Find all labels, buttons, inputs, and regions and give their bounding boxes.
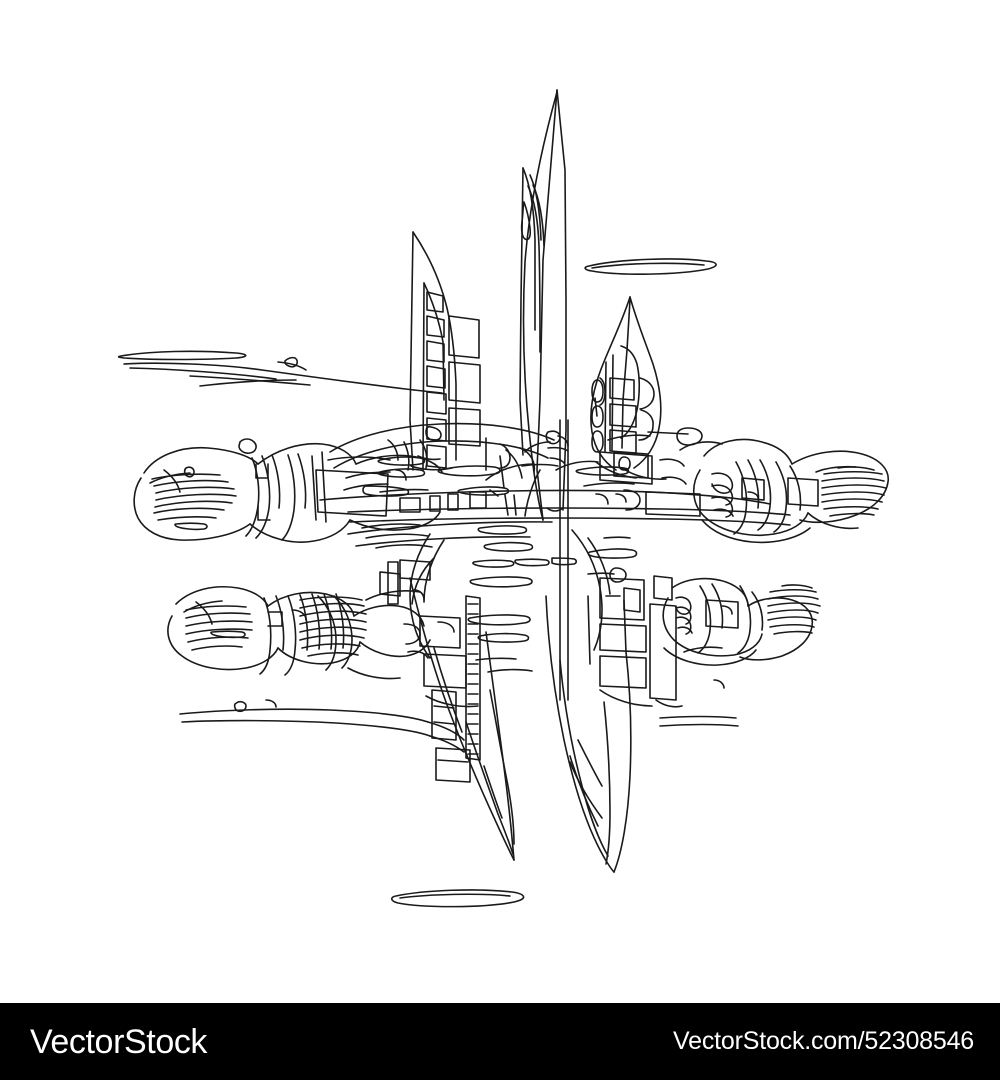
right-lower-boom (659, 715, 739, 727)
lower-left-engine-nacelle (167, 585, 431, 680)
vectorstock-url-label: VectorStock.com/52308546 (673, 1027, 974, 1055)
watermark-bar: VectorStock VectorStock.com/52308546 (0, 1003, 1000, 1080)
artwork-background (0, 0, 1000, 1003)
upper-main-fin (519, 89, 567, 521)
vectorstock-brand-label: VectorStock (30, 1022, 208, 1061)
lower-left-fin (409, 577, 515, 861)
lower-right-engine-nacelle (662, 577, 821, 666)
artwork-canvas (0, 0, 1000, 1003)
right-engine-nacelle (679, 438, 889, 544)
spacecraft-line-art (0, 0, 1000, 1003)
central-fuselage (319, 419, 791, 783)
lower-right-fin (545, 595, 632, 873)
misc-details (183, 430, 725, 708)
lower-ellipse (390, 889, 525, 908)
upper-ellipse (584, 258, 717, 275)
left-antenna-boom (117, 350, 443, 394)
artwork-strokes (117, 89, 889, 908)
lower-left-boom (179, 700, 465, 753)
